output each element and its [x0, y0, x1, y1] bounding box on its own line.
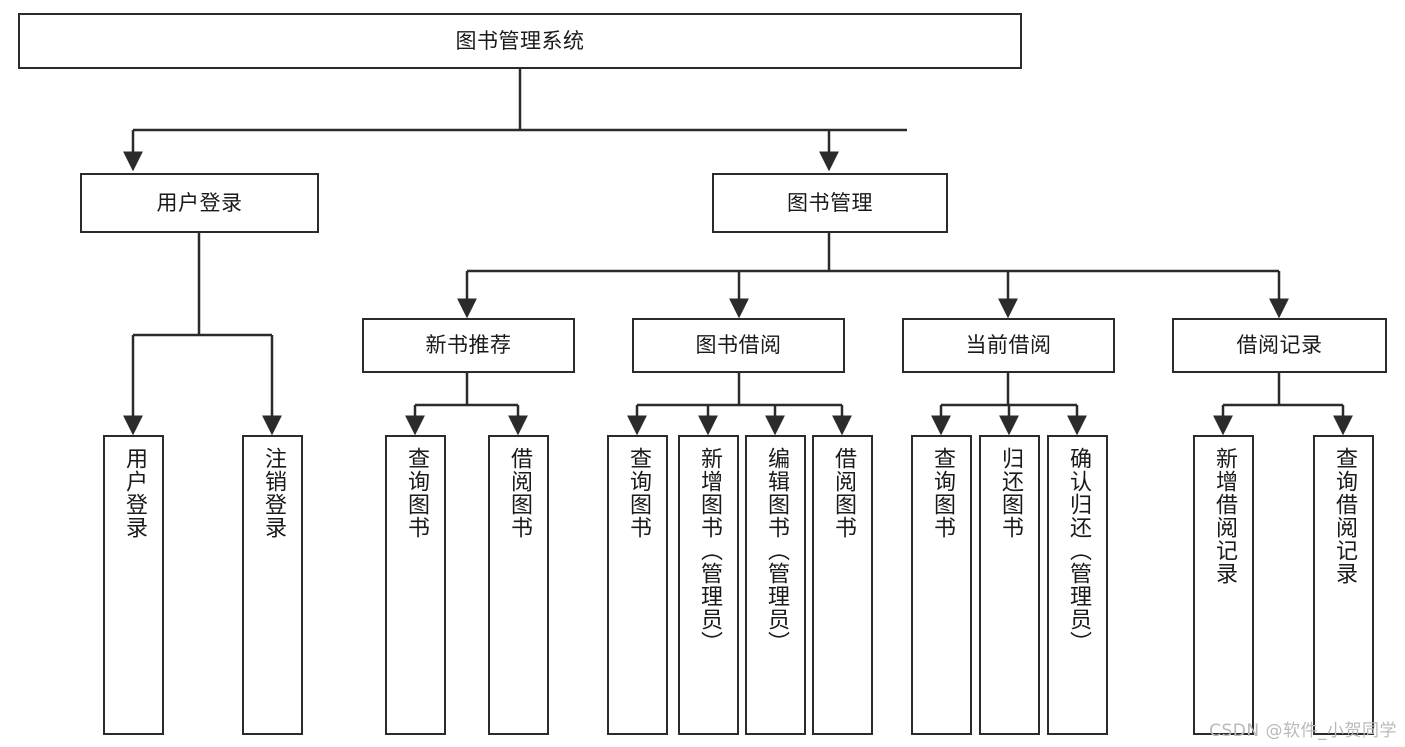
- node-leaf-current-return-book[interactable]: 归还图书: [979, 435, 1040, 735]
- node-leaf-borrow-query-book[interactable]: 查询图书: [607, 435, 668, 735]
- node-user-login-label: 用户登录: [156, 190, 243, 215]
- node-leaf-borrow-add-book[interactable]: 新增图书（管理员）: [678, 435, 739, 735]
- node-root[interactable]: 图书管理系统: [18, 13, 1022, 69]
- node-leaf-borrow-borrow-book[interactable]: 借阅图书: [812, 435, 873, 735]
- node-leaf-current-confirm-return-label: 确认归还（管理员）: [1065, 447, 1091, 654]
- node-book-manage-label: 图书管理: [787, 190, 873, 215]
- node-book-borrow-label: 图书借阅: [695, 333, 782, 358]
- node-leaf-current-query-book[interactable]: 查询图书: [911, 435, 972, 735]
- csdn-watermark: CSDN @软件_小贺同学: [1209, 721, 1397, 741]
- node-new-book-recommend[interactable]: 新书推荐: [362, 318, 575, 373]
- node-leaf-current-return-book-label: 归还图书: [997, 447, 1023, 539]
- node-leaf-rec-borrow-book-label: 借阅图书: [506, 447, 532, 539]
- node-leaf-borrow-borrow-book-label: 借阅图书: [830, 447, 856, 539]
- node-current-borrow-label: 当前借阅: [965, 333, 1052, 358]
- node-leaf-borrow-query-book-label: 查询图书: [625, 447, 651, 539]
- node-borrow-record-label: 借阅记录: [1236, 333, 1323, 358]
- node-leaf-user-logout-label: 注销登录: [260, 447, 286, 539]
- node-borrow-record[interactable]: 借阅记录: [1172, 318, 1387, 373]
- node-new-book-recommend-label: 新书推荐: [425, 333, 512, 358]
- node-leaf-current-confirm-return[interactable]: 确认归还（管理员）: [1047, 435, 1108, 735]
- node-book-manage[interactable]: 图书管理: [712, 173, 948, 233]
- node-user-login[interactable]: 用户登录: [80, 173, 319, 233]
- node-leaf-user-login-label: 用户登录: [121, 447, 147, 539]
- node-leaf-borrow-edit-book[interactable]: 编辑图书（管理员）: [745, 435, 806, 735]
- node-leaf-rec-borrow-book[interactable]: 借阅图书: [488, 435, 549, 735]
- node-current-borrow[interactable]: 当前借阅: [902, 318, 1115, 373]
- node-leaf-record-add-label: 新增借阅记录: [1211, 447, 1237, 585]
- node-leaf-borrow-add-book-label: 新增图书（管理员）: [696, 447, 722, 654]
- node-leaf-user-logout[interactable]: 注销登录: [242, 435, 303, 735]
- node-leaf-record-query-label: 查询借阅记录: [1331, 447, 1357, 585]
- node-leaf-record-add[interactable]: 新增借阅记录: [1193, 435, 1254, 735]
- node-leaf-record-query[interactable]: 查询借阅记录: [1313, 435, 1374, 735]
- node-leaf-rec-query-book[interactable]: 查询图书: [385, 435, 446, 735]
- node-root-label: 图书管理系统: [455, 28, 585, 53]
- node-leaf-user-login[interactable]: 用户登录: [103, 435, 164, 735]
- node-leaf-rec-query-book-label: 查询图书: [403, 447, 429, 539]
- node-leaf-current-query-book-label: 查询图书: [929, 447, 955, 539]
- node-book-borrow[interactable]: 图书借阅: [632, 318, 845, 373]
- node-leaf-borrow-edit-book-label: 编辑图书（管理员）: [763, 447, 789, 654]
